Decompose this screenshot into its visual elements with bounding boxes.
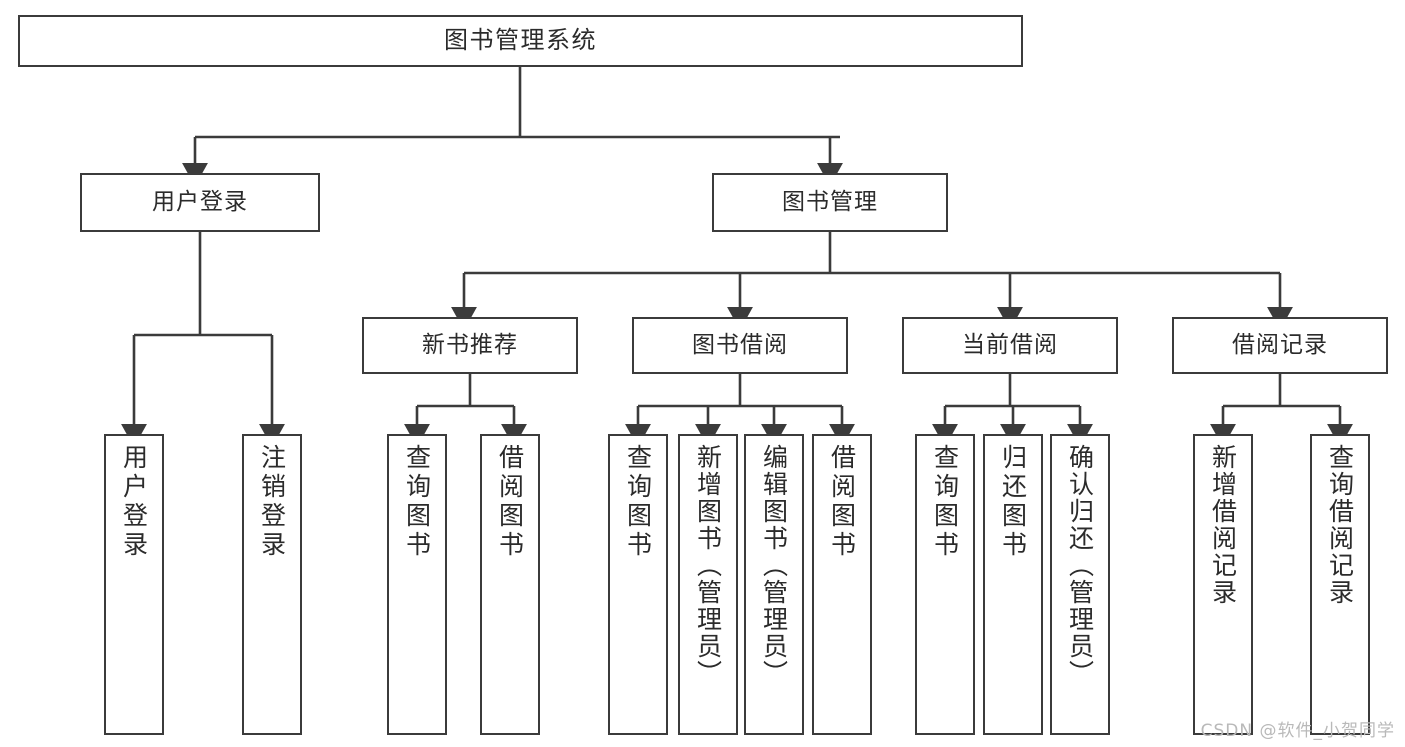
leaf-borrow-book[interactable]: 借阅图书 <box>812 434 872 735</box>
leaf-user-login[interactable]: 用户登录 <box>104 434 164 735</box>
node-root[interactable]: 图书管理系统 <box>18 15 1023 67</box>
node-borrow-records-label: 借阅记录 <box>1232 332 1328 359</box>
leaf-query-book-recommend[interactable]: 查询图书 <box>387 434 447 735</box>
node-borrow-records[interactable]: 借阅记录 <box>1172 317 1388 374</box>
leaf-logout[interactable]: 注销登录 <box>242 434 302 735</box>
node-user-login-label: 用户登录 <box>152 189 248 216</box>
leaf-confirm-return-admin[interactable]: 确认归还（管理员） <box>1050 434 1110 735</box>
node-book-borrow[interactable]: 图书借阅 <box>632 317 848 374</box>
leaf-borrow-book-recommend[interactable]: 借阅图书 <box>480 434 540 735</box>
node-book-management[interactable]: 图书管理 <box>712 173 948 232</box>
leaf-label: 用户登录 <box>119 444 149 560</box>
leaf-label: 新增图书（管理员） <box>693 444 723 687</box>
leaf-label: 归还图书 <box>998 444 1028 560</box>
leaf-add-book-admin[interactable]: 新增图书（管理员） <box>678 434 738 735</box>
leaf-label: 新增借阅记录 <box>1208 444 1238 606</box>
node-user-login[interactable]: 用户登录 <box>80 173 320 232</box>
leaf-add-borrow-record[interactable]: 新增借阅记录 <box>1193 434 1253 735</box>
leaf-label: 查询图书 <box>402 444 432 560</box>
leaf-edit-book-admin[interactable]: 编辑图书（管理员） <box>744 434 804 735</box>
node-new-book-recommend[interactable]: 新书推荐 <box>362 317 578 374</box>
leaf-label: 编辑图书（管理员） <box>759 444 789 687</box>
node-book-borrow-label: 图书借阅 <box>692 332 788 359</box>
node-current-borrow-label: 当前借阅 <box>962 332 1058 359</box>
leaf-label: 注销登录 <box>257 444 287 560</box>
leaf-label: 借阅图书 <box>495 444 525 560</box>
leaf-label: 查询图书 <box>623 444 653 560</box>
node-new-book-recommend-label: 新书推荐 <box>422 332 518 359</box>
leaf-query-borrow-record[interactable]: 查询借阅记录 <box>1310 434 1370 735</box>
node-current-borrow[interactable]: 当前借阅 <box>902 317 1118 374</box>
leaf-label: 确认归还（管理员） <box>1065 444 1095 687</box>
leaf-label: 查询图书 <box>930 444 960 560</box>
leaf-label: 借阅图书 <box>827 444 857 560</box>
leaf-query-book-borrow[interactable]: 查询图书 <box>608 434 668 735</box>
watermark: CSDN @软件_小贺同学 <box>1200 721 1395 741</box>
node-book-management-label: 图书管理 <box>782 189 878 216</box>
leaf-return-book[interactable]: 归还图书 <box>983 434 1043 735</box>
leaf-label: 查询借阅记录 <box>1325 444 1355 606</box>
leaf-query-book-current[interactable]: 查询图书 <box>915 434 975 735</box>
node-root-label: 图书管理系统 <box>444 26 597 55</box>
